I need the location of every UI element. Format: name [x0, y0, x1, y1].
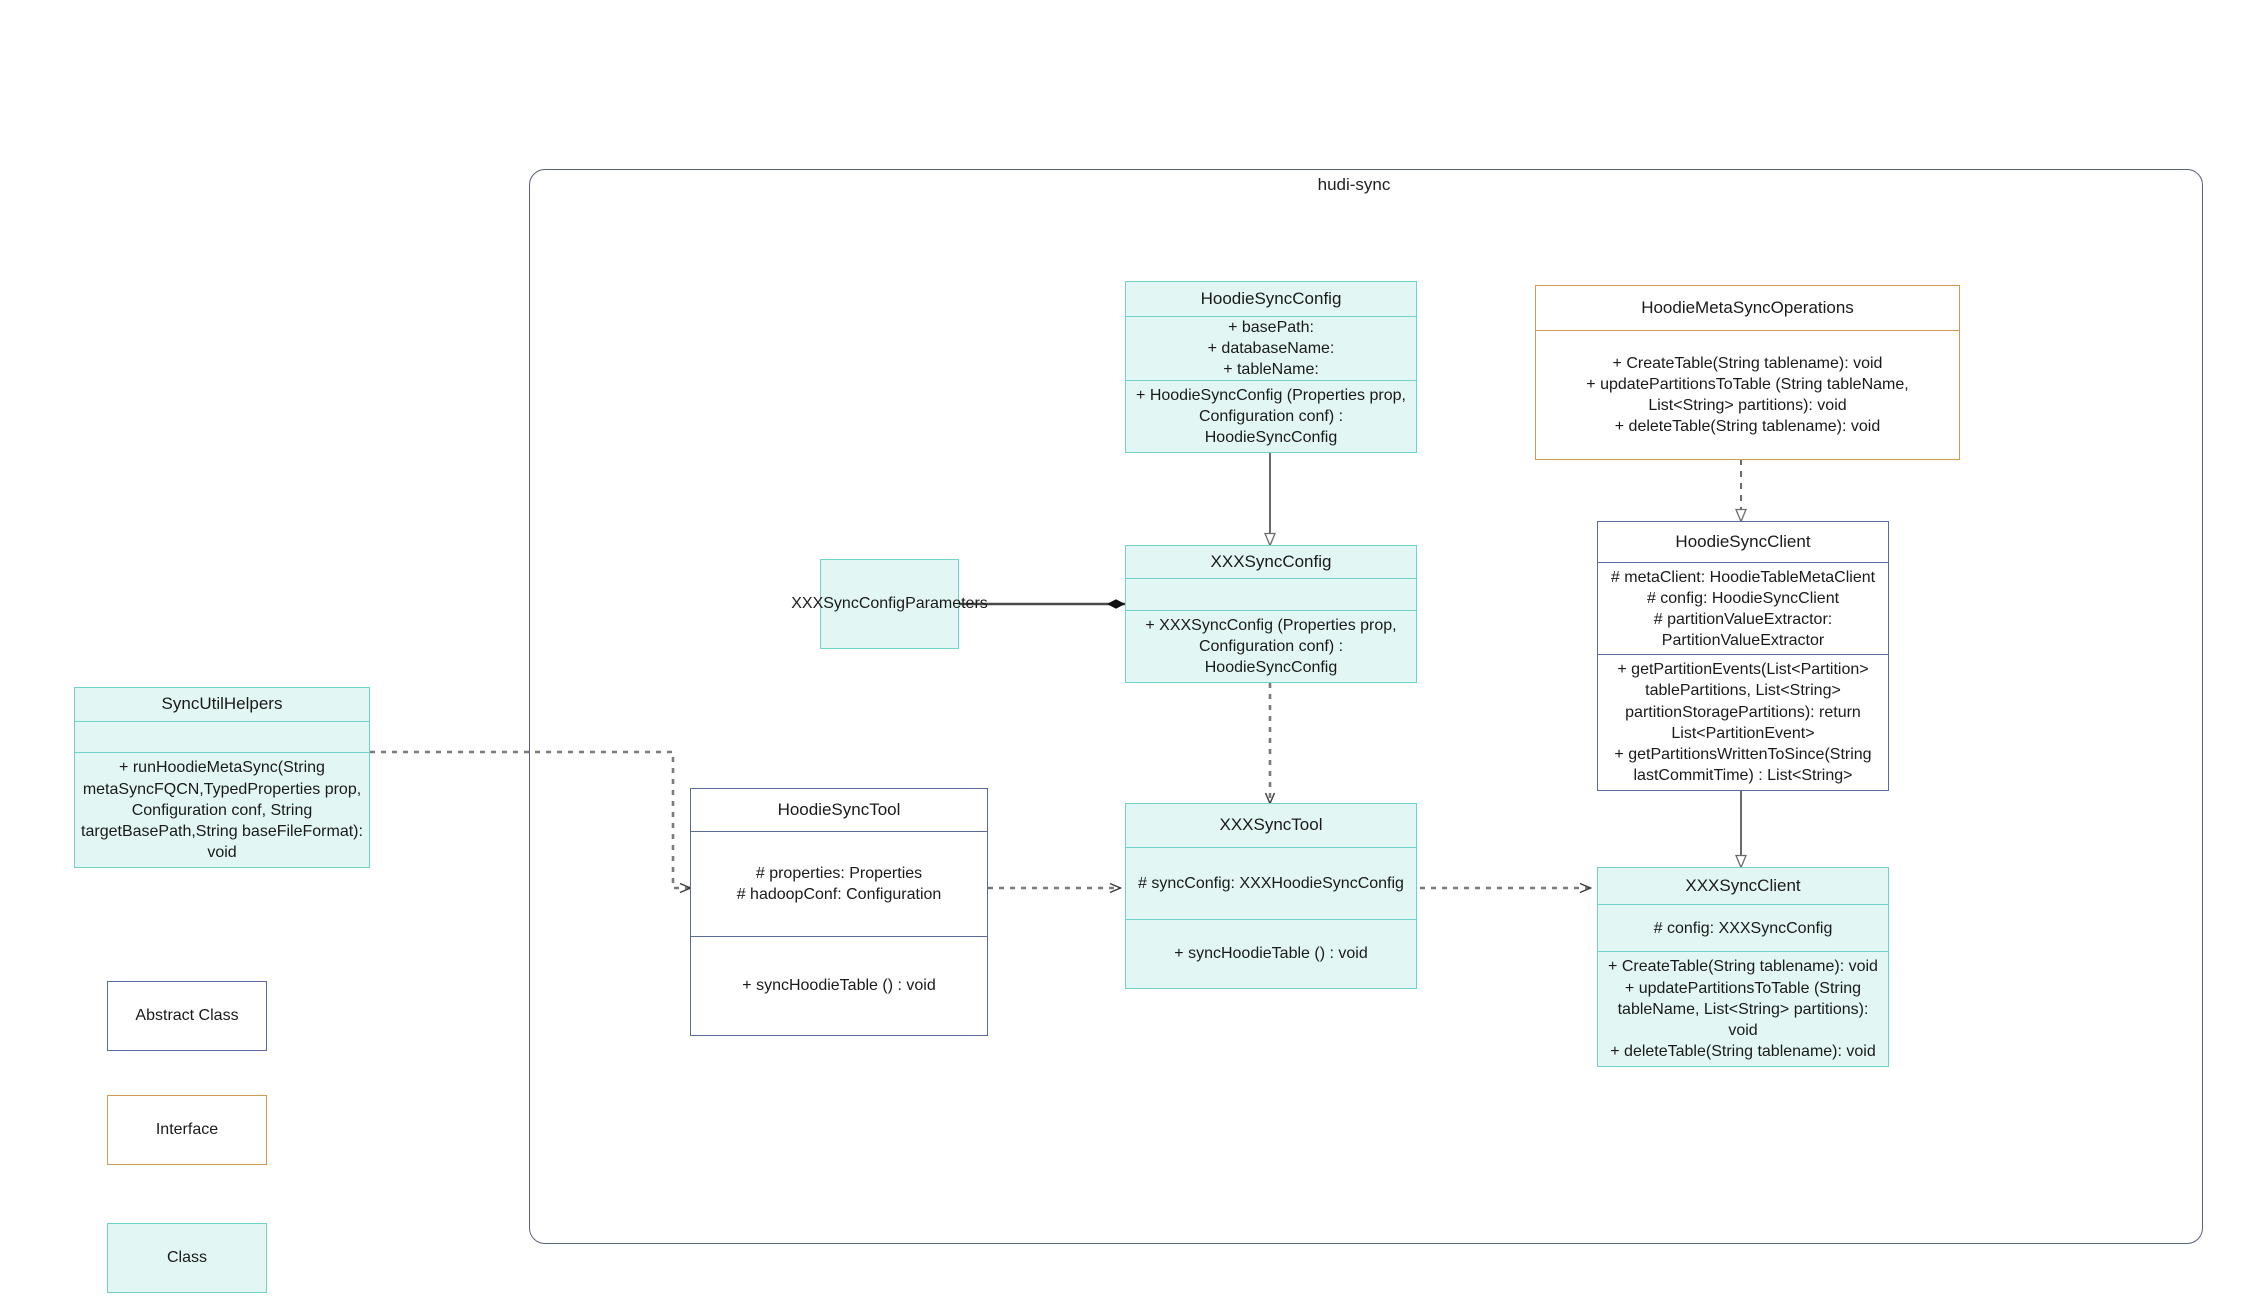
node-hoodie-meta-sync-operations[interactable]: HoodieMetaSyncOperations + CreateTable(S…: [1535, 285, 1960, 460]
legend-interface-label: Interface: [155, 1121, 219, 1138]
node-xxx-sync-client[interactable]: XXXSyncClient # config: XXXSyncConfig + …: [1597, 867, 1889, 1067]
node-methods-xxx-sync-tool: + syncHoodieTable () : void: [1126, 919, 1416, 988]
node-methods-hoodie-sync-client: + getPartitionEvents(List<Partition> tab…: [1598, 654, 1888, 790]
node-attributes-xxx-sync-config: [1126, 578, 1416, 609]
node-xxx-sync-config-parameters[interactable]: XXXSyncConfigParameters: [791, 559, 988, 649]
legend-abstract-class-label: Abstract Class: [135, 1007, 239, 1024]
legend-class-label: Class: [166, 1249, 207, 1266]
node-methods-hoodie-meta-sync-operations: + CreateTable(String tablename): void + …: [1536, 330, 1959, 459]
legend-class: Class: [107, 1223, 267, 1293]
legend-interface: Interface: [107, 1095, 267, 1165]
node-attributes-hoodie-sync-tool: # properties: Properties # hadoopConf: C…: [691, 831, 987, 936]
node-hoodie-sync-config[interactable]: HoodieSyncConfig + basePath: + databaseN…: [1125, 281, 1417, 453]
node-methods-xxx-sync-client: + CreateTable(String tablename): void + …: [1598, 951, 1888, 1066]
node-xxx-sync-tool[interactable]: XXXSyncTool # syncConfig: XXXHoodieSyncC…: [1125, 803, 1417, 989]
node-title-hoodie-meta-sync-operations: HoodieMetaSyncOperations: [1641, 297, 1854, 317]
node-xxx-sync-config[interactable]: XXXSyncConfig + XXXSyncConfig (Propertie…: [1125, 545, 1417, 683]
node-title-xxx-sync-tool: XXXSyncTool: [1219, 815, 1323, 835]
node-title-xxx-sync-config: XXXSyncConfig: [1210, 551, 1332, 571]
node-title-xxx-sync-config-parameters: XXXSyncConfigParameters: [791, 595, 988, 613]
node-hoodie-sync-client[interactable]: HoodieSyncClient # metaClient: HoodieTab…: [1597, 521, 1889, 791]
node-attributes-xxx-sync-tool: # syncConfig: XXXHoodieSyncConfig: [1126, 847, 1416, 919]
node-methods-sync-util-helpers: + runHoodieMetaSync(String metaSyncFQCN,…: [75, 752, 369, 867]
node-methods-hoodie-sync-tool: + syncHoodieTable () : void: [691, 936, 987, 1035]
node-hoodie-sync-tool[interactable]: HoodieSyncTool # properties: Properties …: [690, 788, 988, 1036]
node-title-hoodie-sync-client: HoodieSyncClient: [1675, 531, 1811, 551]
node-attributes-hoodie-sync-config: + basePath: + databaseName: + tableName:: [1126, 315, 1416, 380]
node-attributes-xxx-sync-client: # config: XXXSyncConfig: [1598, 903, 1888, 952]
container-title-label: hudi-sync: [1317, 175, 1391, 194]
node-sync-util-helpers[interactable]: SyncUtilHelpers + runHoodieMetaSync(Stri…: [74, 687, 370, 868]
container-hudi-sync: [529, 169, 2203, 1244]
node-attributes-sync-util-helpers: [75, 721, 369, 752]
node-methods-hoodie-sync-config: + HoodieSyncConfig (Properties prop, Con…: [1126, 379, 1416, 452]
node-methods-xxx-sync-config: + XXXSyncConfig (Properties prop, Config…: [1126, 609, 1416, 682]
node-attributes-hoodie-sync-client: # metaClient: HoodieTableMetaClient # co…: [1598, 562, 1888, 654]
node-title-hoodie-sync-tool: HoodieSyncTool: [777, 799, 901, 819]
node-title-xxx-sync-client: XXXSyncClient: [1685, 875, 1801, 895]
node-title-sync-util-helpers: SyncUtilHelpers: [161, 694, 283, 714]
legend-abstract-class: Abstract Class: [107, 981, 267, 1051]
node-title-hoodie-sync-config: HoodieSyncConfig: [1200, 288, 1342, 308]
